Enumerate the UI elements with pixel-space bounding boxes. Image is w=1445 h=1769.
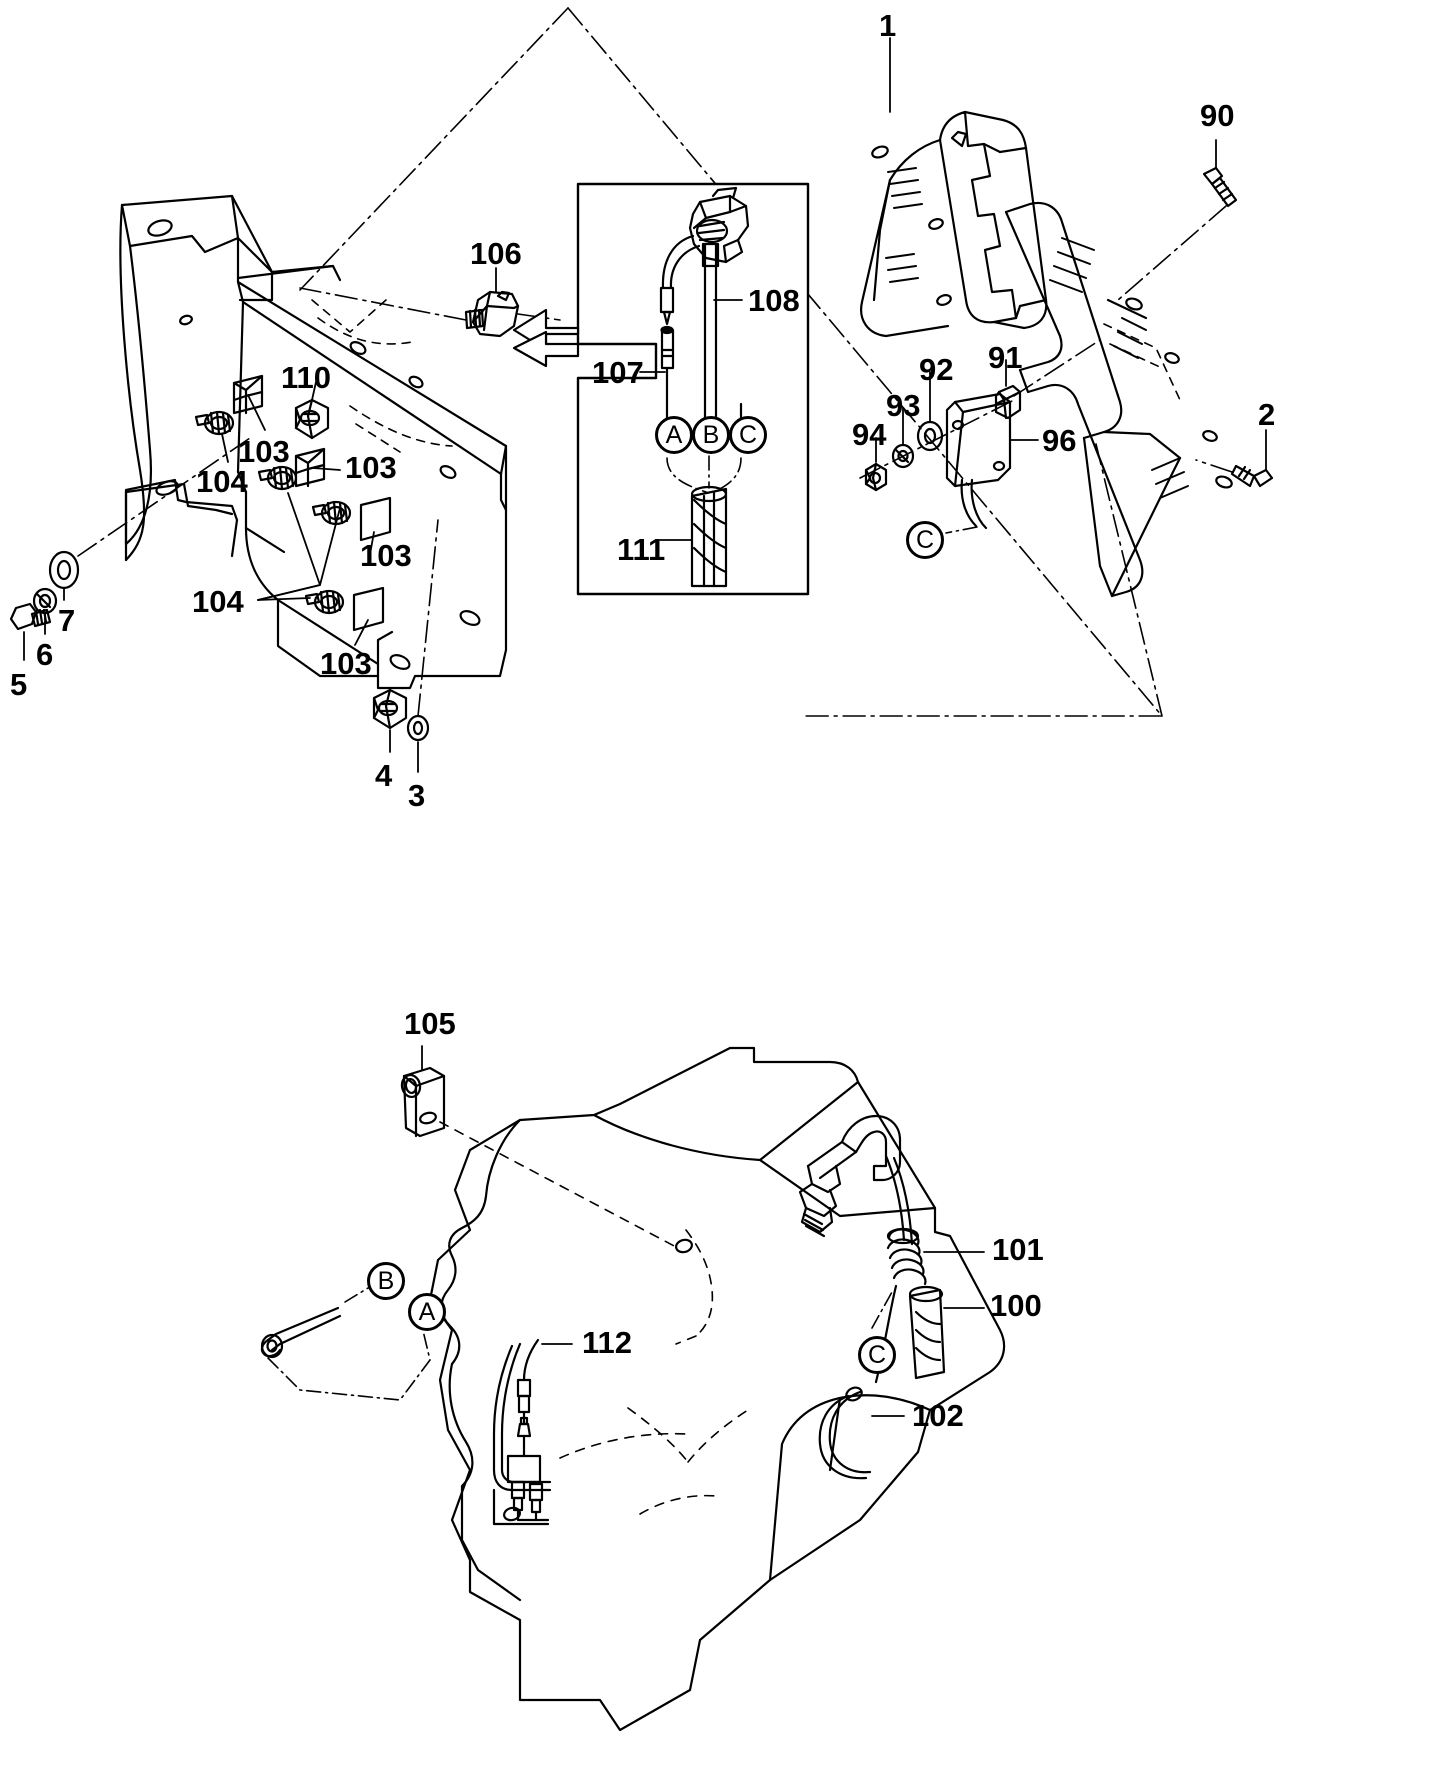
axis-7 xyxy=(77,437,251,557)
part-94-nut xyxy=(864,462,888,492)
callout-label-4: 4 xyxy=(375,758,393,793)
part-111-conduit xyxy=(690,485,728,588)
callout-label-2: 2 xyxy=(1258,397,1276,432)
callout-label-112: 112 xyxy=(582,1325,633,1360)
part-2-screw xyxy=(1230,464,1274,488)
part-104-hose-clamps xyxy=(194,410,352,615)
callout-label-93: 93 xyxy=(886,388,921,423)
callout-label-102: 102 xyxy=(912,1398,964,1433)
reference-marker-c-inset: C xyxy=(729,416,767,454)
reference-marker-c-lower: C xyxy=(858,1336,896,1374)
callout-label-107: 107 xyxy=(592,355,644,390)
axis-106 xyxy=(299,287,561,321)
part-102-hose xyxy=(818,1386,872,1480)
part-100-protective-sleeve xyxy=(908,1285,946,1380)
reference-marker-a-lower: A xyxy=(408,1293,446,1331)
reference-marker-a-inset: A xyxy=(655,416,693,454)
callout-label-92: 92 xyxy=(919,352,954,387)
reference-marker-c-sensor: C xyxy=(906,521,944,559)
part-107-lead xyxy=(659,234,701,438)
part-7-flat-washer xyxy=(48,550,80,590)
callout-label-104-b: 104 xyxy=(192,584,244,619)
part-110-hex-nut xyxy=(294,398,330,440)
callout-label-103-d: 103 xyxy=(320,646,372,681)
callout-label-5: 5 xyxy=(10,667,28,702)
callout-label-111: 111 xyxy=(617,532,666,567)
part-106-grommet xyxy=(464,290,520,338)
part-3-washer xyxy=(406,714,430,742)
callout-label-90: 90 xyxy=(1200,98,1235,133)
part-93-lock-washer xyxy=(891,443,915,469)
callout-label-94: 94 xyxy=(852,417,887,452)
part-96-sensor-module xyxy=(945,392,1012,530)
lower-rod-with-eyelet xyxy=(260,1306,342,1359)
callout-label-103-c: 103 xyxy=(360,538,412,573)
part-1-console-cover xyxy=(860,110,1048,338)
part-105-cable-bracket xyxy=(400,1066,446,1138)
callout-label-108: 108 xyxy=(748,283,800,318)
inset-sensor-head xyxy=(688,186,750,264)
reference-marker-b-inset: B xyxy=(692,416,730,454)
lower-transmission-case xyxy=(428,1046,1006,1732)
callout-label-104-a: 104 xyxy=(196,464,248,499)
axis-105 xyxy=(439,1121,679,1249)
callout-label-110: 110 xyxy=(281,360,332,395)
part-5-bolt xyxy=(9,602,52,631)
axis-sensor-cluster xyxy=(859,339,1101,479)
callout-label-105: 105 xyxy=(404,1006,456,1041)
callout-label-6: 6 xyxy=(36,637,54,672)
leader-lines-left xyxy=(221,381,375,646)
part-108-lead xyxy=(701,242,720,438)
inset-routing xyxy=(666,455,742,493)
callout-label-3: 3 xyxy=(408,778,426,813)
inset-callout-arrow xyxy=(512,308,580,368)
callout-label-103-b: 103 xyxy=(345,450,397,485)
callout-label-106: 106 xyxy=(470,236,522,271)
callout-label-1: 1 xyxy=(879,8,897,43)
lower-plug-fitting xyxy=(798,1114,914,1246)
part-90-screw xyxy=(1202,166,1238,208)
leader-lines-fasteners xyxy=(23,587,65,661)
left-bracket xyxy=(119,194,508,690)
callout-label-100: 100 xyxy=(990,1288,1042,1323)
part-101-spring-guard xyxy=(874,1227,927,1384)
callout-label-96: 96 xyxy=(1042,423,1077,458)
part-112-wire-harness xyxy=(492,1338,552,1526)
callout-label-91: 91 xyxy=(988,340,1023,375)
callout-label-101: 101 xyxy=(992,1232,1044,1267)
part-92-washer xyxy=(916,420,944,452)
axis-3 xyxy=(417,519,439,717)
part-1-console-cover-right xyxy=(1004,201,1233,598)
callout-label-103-a: 103 xyxy=(238,434,290,469)
part-4-hex-nut xyxy=(372,688,408,730)
inset-detail-box xyxy=(576,182,810,596)
reference-marker-b-lower: B xyxy=(367,1262,405,1300)
callout-label-7: 7 xyxy=(58,603,76,638)
